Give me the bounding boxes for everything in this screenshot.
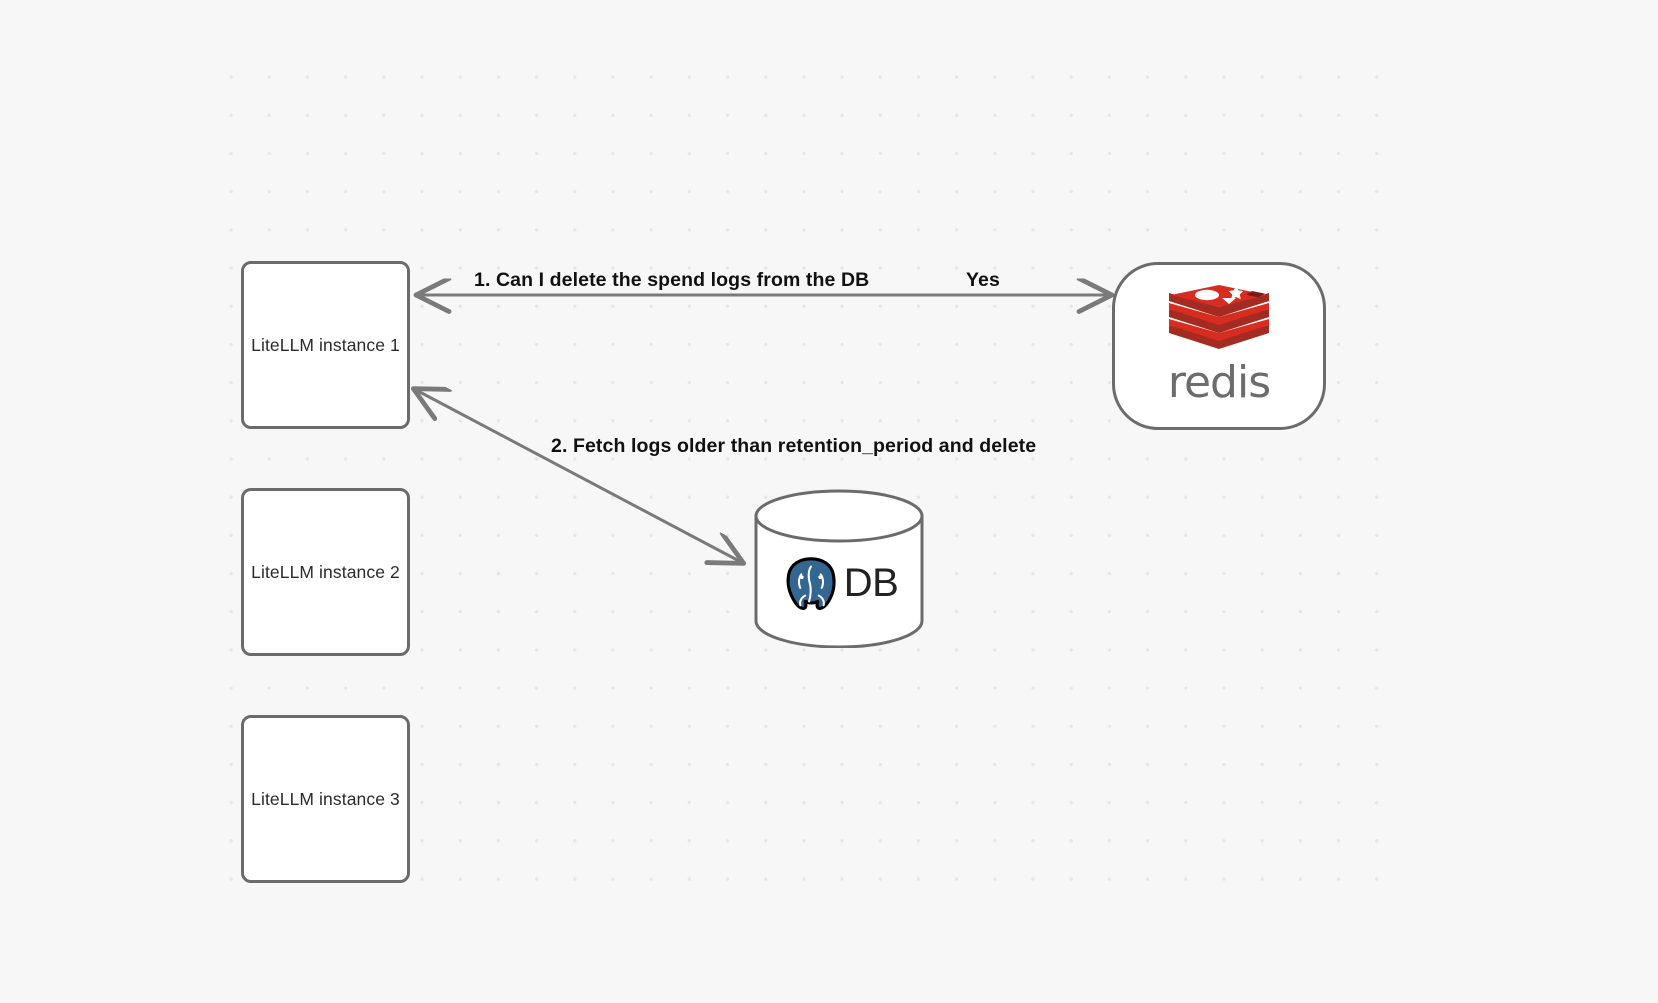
litellm-instance-1-node[interactable]: LiteLLM instance 1 [241, 261, 410, 429]
cylinder-shape [754, 489, 924, 649]
postgres-db-node[interactable]: DB [753, 489, 925, 649]
edge-label-step-2: 2. Fetch logs older than retention_perio… [551, 435, 1037, 457]
redis-wordmark: redis [1167, 357, 1271, 408]
redis-stack-icon [1169, 285, 1269, 349]
litellm-instance-2-label: LiteLLM instance 2 [251, 561, 400, 582]
edge-label-step-1: 1. Can I delete the spend logs from the … [474, 269, 870, 291]
litellm-instance-3-node[interactable]: LiteLLM instance 3 [241, 715, 410, 883]
redis-node[interactable]: redis [1112, 262, 1326, 430]
postgresql-elephant-icon [786, 556, 836, 610]
litellm-instance-2-node[interactable]: LiteLLM instance 2 [241, 488, 410, 656]
litellm-instance-3-label: LiteLLM instance 3 [251, 788, 400, 809]
edge-litellm-db-arrow [416, 390, 741, 562]
db-logo-and-label: DB [753, 489, 925, 648]
edge-label-yes: Yes [966, 269, 1000, 291]
redis-logo: redis [1166, 283, 1272, 405]
litellm-instance-1-label: LiteLLM instance 1 [251, 334, 400, 355]
db-label: DB [843, 561, 899, 605]
